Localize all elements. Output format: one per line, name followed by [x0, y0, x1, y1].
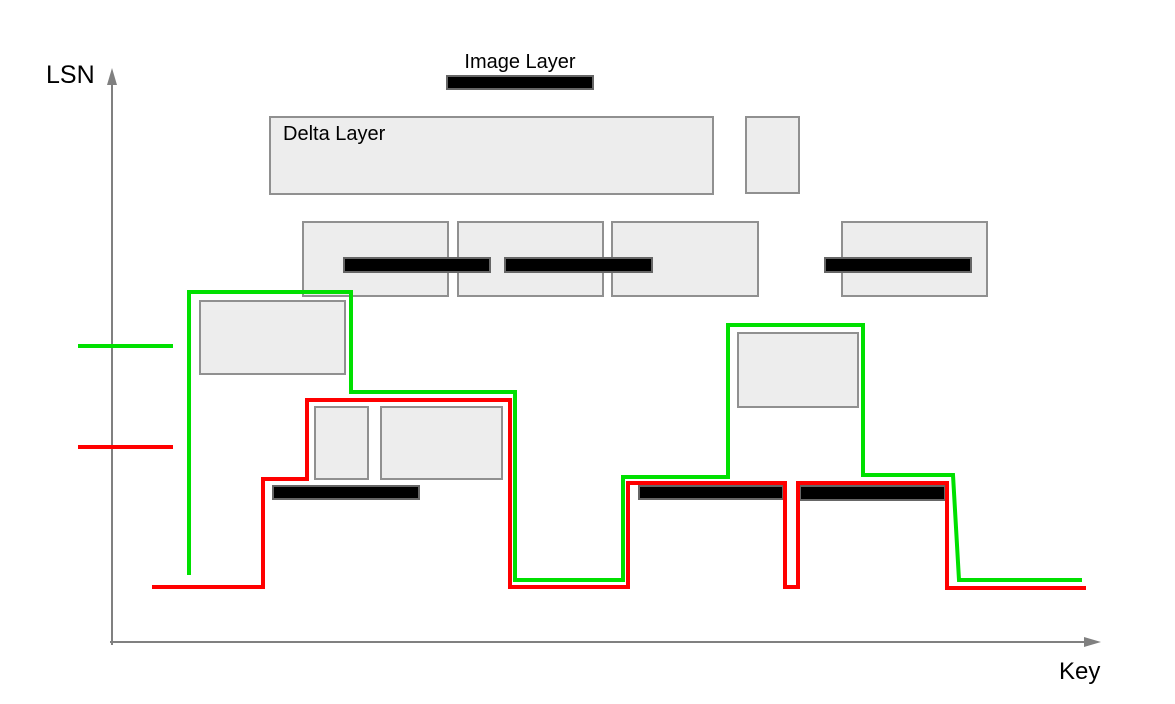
- image-layer-bar: [343, 257, 491, 273]
- delta-layer-rect: [737, 332, 859, 408]
- green-line: [187, 290, 1082, 582]
- delta-layer-rect: [314, 406, 369, 480]
- image-layer-bar: [272, 485, 420, 500]
- key-axis-label: Key: [1059, 658, 1101, 685]
- image-layer-label: Image Layer: [464, 51, 576, 73]
- red-line: [152, 398, 1086, 590]
- image-layer-bar: [799, 485, 946, 501]
- lsn-axis-label: LSN: [46, 61, 95, 89]
- x-axis-arrow-icon: [1084, 637, 1101, 647]
- y-axis-arrow-icon: [107, 68, 117, 85]
- delta-layer-rect: [380, 406, 503, 480]
- image-layer-bar: [638, 485, 784, 500]
- image-layer-bar: [504, 257, 653, 273]
- delta-layer-rect: [199, 300, 346, 375]
- delta-layer-rect: [269, 116, 714, 195]
- delta-layer-label: Delta Layer: [283, 123, 386, 145]
- image-layer-bar: [824, 257, 972, 273]
- delta-layer-rect: [745, 116, 800, 194]
- image-layer-bar: [446, 75, 594, 90]
